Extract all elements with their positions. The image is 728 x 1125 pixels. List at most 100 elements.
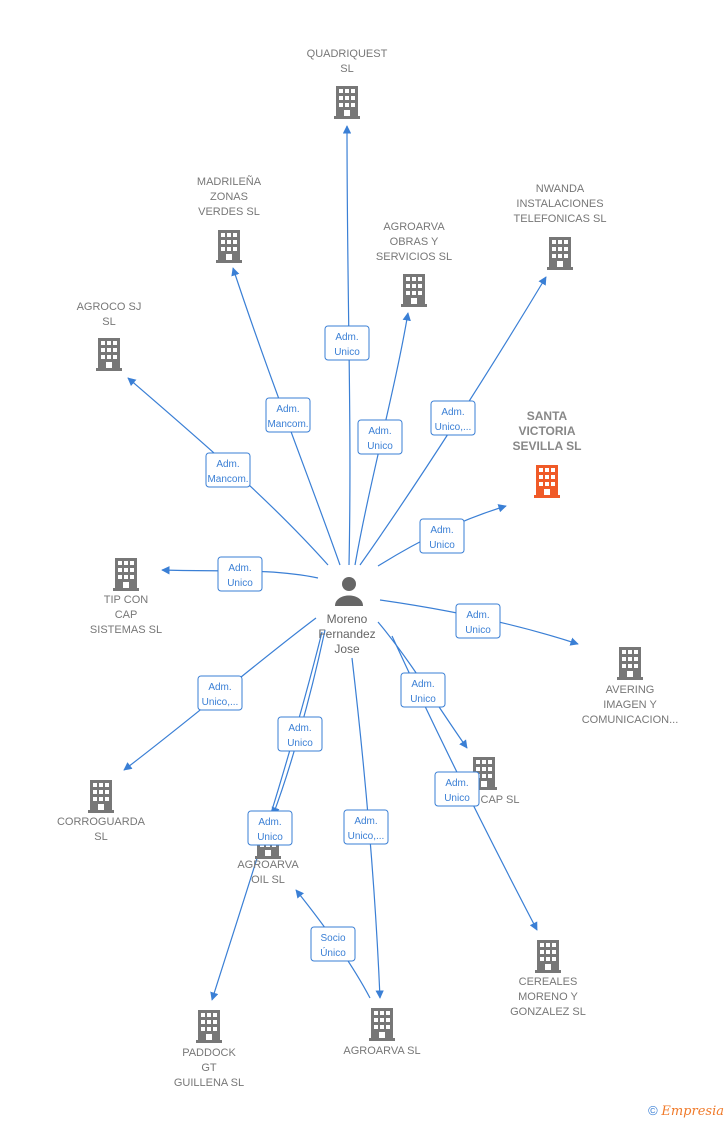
- role-badge-r-agroarva-obras[interactable]: Adm. Unico: [357, 419, 403, 455]
- role-badge-r-corroguarda[interactable]: Adm.Unico,...: [197, 675, 243, 711]
- company-node-corroguarda[interactable]: CORROGUARDA SL: [57, 780, 146, 843]
- role-text: Socio: [320, 933, 345, 944]
- role-box: [265, 397, 311, 433]
- role-badge-r-cereales[interactable]: Adm.Unico: [434, 771, 480, 807]
- company-label: SL: [94, 831, 107, 843]
- company-label: SL: [102, 316, 115, 328]
- role-text: Adm.: [216, 459, 239, 470]
- company-node-madrilena[interactable]: MADRILEÑA ZONAS VERDES SL: [197, 175, 262, 263]
- company-node-cap[interactable]: CAP SL: [471, 757, 519, 806]
- role-text: Adm.: [335, 332, 358, 343]
- role-text: Adm.: [441, 407, 464, 418]
- company-label: SISTEMAS SL: [90, 624, 162, 636]
- edges-layer: [123, 125, 579, 1001]
- building-icon: [334, 86, 360, 119]
- role-text: Unico: [257, 832, 283, 843]
- building-icon: [547, 237, 573, 270]
- building-icon: [401, 274, 427, 307]
- role-box: [455, 603, 501, 639]
- role-box: [205, 452, 251, 488]
- role-text: Unico: [429, 540, 455, 551]
- role-text: Adm.: [258, 817, 281, 828]
- company-label: GT: [201, 1062, 217, 1074]
- role-text: Unico: [334, 347, 360, 358]
- company-label: GONZALEZ SL: [510, 1006, 586, 1018]
- company-node-agroarva-oil[interactable]: AGROARVA OIL SL: [237, 826, 299, 886]
- role-box: [197, 675, 243, 711]
- role-badge-r-santa-victoria[interactable]: Adm. Unico: [419, 518, 465, 554]
- company-label: ZONAS: [210, 191, 248, 203]
- company-node-agroarva[interactable]: AGROARVA SL: [343, 1008, 421, 1057]
- role-text: Adm.: [430, 525, 453, 536]
- building-icon: [196, 1010, 222, 1043]
- role-text: Unico: [367, 441, 393, 452]
- role-badge-r-tip-con-cap[interactable]: Adm. Unico: [217, 556, 263, 592]
- role-text: Adm.: [445, 778, 468, 789]
- role-badge-r-cap[interactable]: Adm.Unico: [400, 672, 446, 708]
- role-text: Único: [320, 946, 346, 959]
- building-icon: [216, 230, 242, 263]
- company-label: CAP SL: [481, 794, 520, 806]
- company-label: TIP CON: [104, 594, 148, 606]
- role-text: Unico: [227, 578, 253, 589]
- role-text: Adm.: [276, 404, 299, 415]
- person-icon: [335, 577, 363, 606]
- role-badge-r-paddock[interactable]: Adm. Unico: [247, 810, 293, 846]
- company-label: INSTALACIONES: [516, 198, 603, 210]
- company-label: NWANDA: [536, 183, 585, 195]
- company-label: SANTA: [527, 409, 568, 423]
- role-box: [217, 556, 263, 592]
- role-text: Unico: [410, 694, 436, 705]
- role-box: [310, 926, 356, 962]
- company-label: CORROGUARDA: [57, 816, 146, 828]
- company-label: MORENO Y: [518, 991, 578, 1003]
- role-box: [434, 771, 480, 807]
- company-label: OIL SL: [251, 874, 285, 886]
- role-text: Adm.: [368, 426, 391, 437]
- role-badge-r-agroarva[interactable]: Adm.Unico,...: [343, 809, 389, 845]
- company-label: OBRAS Y: [390, 236, 439, 248]
- company-label: SEVILLA SL: [513, 439, 582, 453]
- company-label: SERVICIOS SL: [376, 251, 452, 263]
- role-badge-r-agroarva-oil[interactable]: Adm.Unico: [277, 716, 323, 752]
- company-label: VERDES SL: [198, 206, 260, 218]
- role-box: [247, 810, 293, 846]
- company-label: MADRILEÑA: [197, 175, 262, 188]
- footer-brand[interactable]: © Empresia: [648, 1103, 724, 1119]
- role-text: Mancom.: [207, 474, 248, 485]
- role-text: Adm.: [208, 682, 231, 693]
- company-label: AGROCO SJ: [77, 301, 142, 313]
- role-text: Adm.: [228, 563, 251, 574]
- brand-name: Empresia: [661, 1104, 724, 1119]
- role-box: [357, 419, 403, 455]
- building-icon: [617, 647, 643, 680]
- role-box: [430, 400, 476, 436]
- role-badge-r-nwanda[interactable]: Adm.Unico,...: [430, 400, 476, 436]
- building-icon: [535, 940, 561, 973]
- role-box: [400, 672, 446, 708]
- role-badge-r-quadriquest[interactable]: Adm. Unico: [324, 325, 370, 361]
- copyright-icon: ©: [648, 1103, 658, 1118]
- role-text: Adm.: [288, 723, 311, 734]
- company-node-agroco[interactable]: AGROCO SJ SL: [77, 301, 142, 371]
- role-badge-r-avering[interactable]: Adm.Unico: [455, 603, 501, 639]
- company-label: AGROARVA: [237, 859, 299, 871]
- role-badge-r-agroco[interactable]: Adm. Mancom.: [205, 452, 251, 488]
- company-label: AGROARVA SL: [343, 1045, 420, 1057]
- role-badge-r-madrilena[interactable]: Adm.Mancom.: [265, 397, 311, 433]
- company-label: COMUNICACION...: [582, 714, 679, 726]
- company-label: AVERING: [606, 684, 655, 696]
- company-label: PADDOCK: [182, 1047, 236, 1059]
